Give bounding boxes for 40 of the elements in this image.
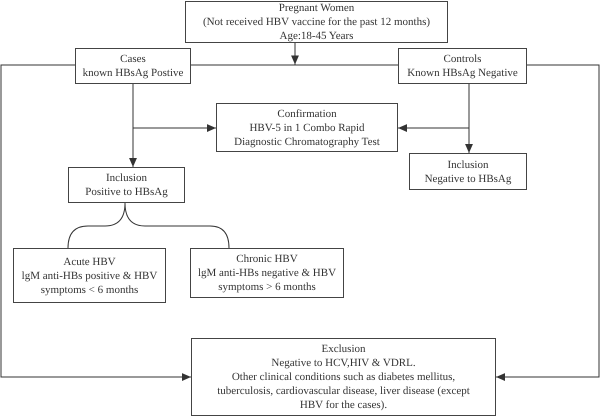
process-box: [13, 248, 166, 303]
process-box: [185, 1, 448, 43]
arrow: [129, 128, 137, 168]
box-text: Positive to HBsAg: [85, 185, 168, 199]
connector-line: [124, 202, 230, 248]
box-heading: Inclusion: [448, 158, 488, 172]
box-heading: Acute HBV: [63, 254, 116, 268]
process-box: [409, 153, 527, 190]
connector-line: [468, 84, 470, 128]
process-box: [216, 103, 398, 152]
process-box: [75, 48, 191, 84]
box-text: HBV-5 in 1 Combo Rapid Diagnostic Chromatography Test: [233, 120, 381, 148]
box-text: known HBsAg Postive: [82, 66, 184, 80]
arrow: [132, 124, 216, 132]
box-text: Other clinical conditions such as diabetes mellitus, tuberculosis, cardiovascular disease, liver disease (except HBV for the cases).: [216, 370, 471, 412]
process-box: [190, 248, 344, 298]
box-heading: Inclusion: [106, 171, 147, 185]
box-text: lgM anti-HBs negative & HBV symptoms > 6 months: [196, 266, 338, 294]
box-heading: Exclusion: [322, 342, 366, 356]
process-box: [68, 167, 185, 203]
arrow: [0, 64, 192, 381]
process-box: [191, 338, 496, 416]
box-text: Negative to HBsAg: [424, 172, 512, 186]
box-heading: Controls: [444, 52, 482, 66]
arrow: [398, 124, 470, 132]
box-heading: Chronic HBV: [236, 252, 298, 266]
box-heading: Cases: [120, 52, 146, 66]
box-text: Known HBsAg Negative: [407, 66, 518, 80]
box-text: (Not received HBV vaccine for the past 12 months): [202, 15, 430, 29]
arrow: [496, 64, 600, 381]
arrow: [291, 42, 299, 65]
arrow: [465, 128, 473, 154]
box-text: lgM anti-HBs positive & HBV symptoms < 6 months: [20, 268, 158, 296]
box-text: Age:18-45 Years: [280, 29, 354, 43]
process-box: [398, 48, 527, 84]
connector-line: [190, 64, 398, 66]
box-text: Negative to HCV,HIV & VDRL.: [271, 356, 416, 370]
connector-line: [132, 84, 134, 128]
box-heading: Confirmation: [277, 106, 337, 120]
box-heading: Pregnant Women: [278, 1, 354, 15]
